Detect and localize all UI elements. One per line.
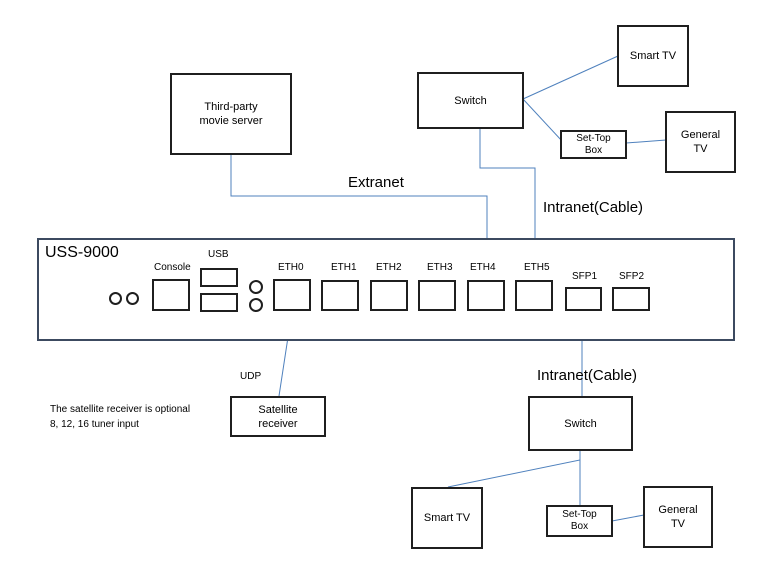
line-stb-generaltv-bottom xyxy=(611,514,645,522)
eth0-label: ETH0 xyxy=(278,262,304,273)
stb-top-box: Set-Top Box xyxy=(560,130,627,159)
usb-port-2 xyxy=(200,293,238,312)
switch-top-label: Switch xyxy=(454,94,487,107)
general-tv-top-label: General TV xyxy=(680,129,721,155)
intranet-top-label: Intranet(Cable) xyxy=(543,199,644,216)
eth1-label: ETH1 xyxy=(331,262,357,273)
sfp1-port xyxy=(565,287,602,311)
line-switch-stb-top xyxy=(522,98,563,142)
intranet-bottom-label: Intranet(Cable) xyxy=(537,367,638,384)
stb-bottom-label: Set-Top Box xyxy=(562,509,597,532)
movie-server-label: Third-party movie server xyxy=(199,101,263,127)
extranet-label: Extranet xyxy=(348,174,404,191)
satellite-note: The satellite receiver is optional 8, 12… xyxy=(50,404,191,430)
eth5-port xyxy=(515,280,553,311)
sfp2-label: SFP2 xyxy=(619,271,645,282)
eth3-port xyxy=(418,280,456,311)
usb-label: USB xyxy=(208,249,229,260)
switch-bottom-box: Switch xyxy=(528,396,633,451)
movie-server-box: Third-party movie server xyxy=(170,73,292,155)
stb-top-label: Set-Top Box xyxy=(576,132,611,156)
sfp2-port xyxy=(612,287,650,311)
eth4-label: ETH4 xyxy=(470,262,496,273)
device-model-label: USS-9000 xyxy=(45,244,119,261)
button-upper xyxy=(249,280,263,294)
indicator-light-1 xyxy=(109,292,122,305)
eth2-port xyxy=(370,280,408,311)
general-tv-bottom-box: General TV xyxy=(643,486,713,548)
udp-label: UDP xyxy=(240,371,262,382)
console-port xyxy=(152,279,190,311)
smart-tv-top-box: Smart TV xyxy=(617,25,689,87)
general-tv-bottom-label: General TV xyxy=(658,504,698,530)
line-switch-smarttv-top xyxy=(522,55,619,100)
button-lower xyxy=(249,298,263,312)
eth4-port xyxy=(467,280,505,311)
satellite-receiver-box: Satellite receiver xyxy=(230,396,326,437)
satellite-receiver-label: Satellite receiver xyxy=(258,403,298,430)
line-switch-smarttv-bottom xyxy=(447,449,581,488)
line-switch-eth5 xyxy=(479,128,536,282)
general-tv-top-box: General TV xyxy=(665,111,736,173)
eth5-label: ETH5 xyxy=(524,262,550,273)
smart-tv-top-label: Smart TV xyxy=(629,50,677,62)
eth1-port xyxy=(321,280,359,311)
indicator-light-2 xyxy=(126,292,139,305)
eth3-label: ETH3 xyxy=(427,262,453,273)
smart-tv-bottom-label: Smart TV xyxy=(423,512,471,524)
usb-port-1 xyxy=(200,268,238,287)
stb-bottom-box: Set-Top Box xyxy=(546,505,613,537)
eth2-label: ETH2 xyxy=(376,262,402,273)
sfp1-label: SFP1 xyxy=(572,271,598,282)
smart-tv-bottom-box: Smart TV xyxy=(411,487,483,549)
switch-top-box: Switch xyxy=(417,72,524,129)
eth0-port xyxy=(273,279,311,311)
line-stb-generaltv-top xyxy=(625,139,667,144)
switch-bottom-label: Switch xyxy=(564,417,597,430)
console-label: Console xyxy=(154,262,191,273)
